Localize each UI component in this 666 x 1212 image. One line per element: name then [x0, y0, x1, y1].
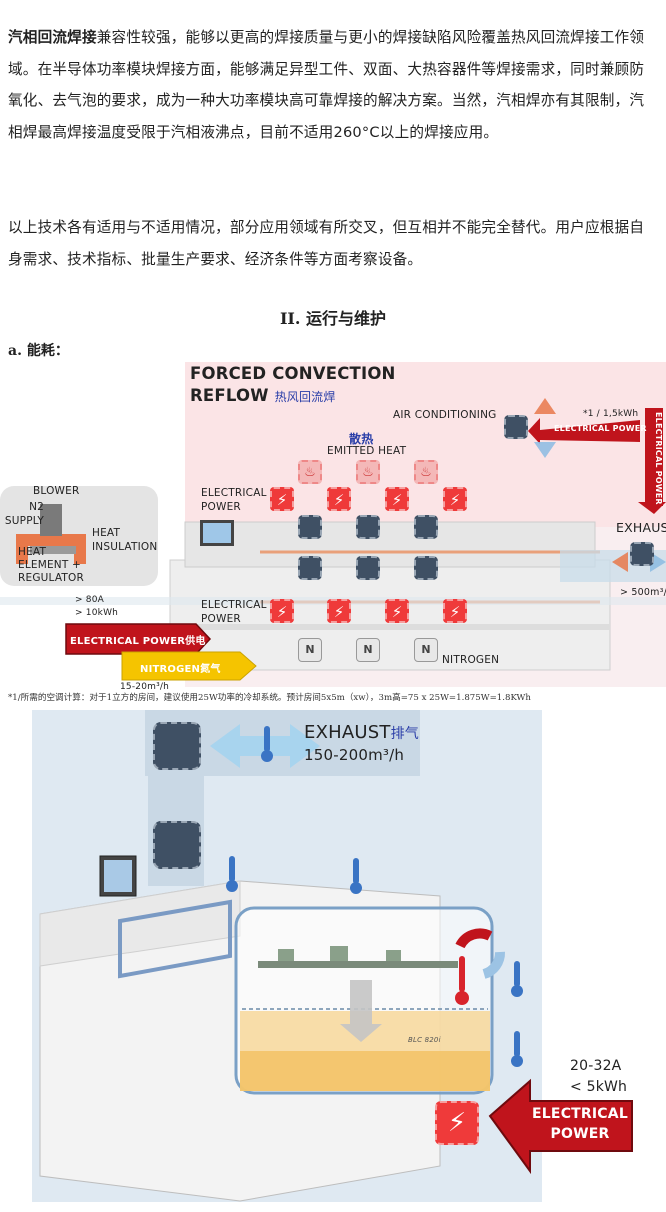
fig1-title-line1: FORCED CONVECTION	[190, 364, 396, 383]
bolt-glyph: ⚡	[449, 603, 461, 621]
power-icon-top-1: ⚡	[270, 487, 294, 511]
energy-label: > 10kWh	[75, 608, 119, 618]
fan-icon-bottom-3	[414, 556, 438, 580]
fan-icon-bottom-1	[298, 556, 322, 580]
fig2-exhaust-flow: 150-200m³/h	[304, 746, 405, 764]
ac-power-label: ELECTRICAL POWER	[554, 424, 647, 433]
heat-icon-3: ♨	[414, 460, 438, 484]
fig2-energy-label: < 5kWh	[570, 1079, 628, 1095]
nitrogen-icon-3: N	[414, 638, 438, 662]
ac-power-note: *1 / 1,5kWh	[583, 409, 639, 419]
figure-vapor-phase-machine: EXHAUST排气 150-200m³/h BLC 820i 20-32A < …	[0, 706, 666, 1212]
paragraph-vapor-phase: 汽相回流焊接兼容性较强，能够以更高的焊接质量与更小的焊接缺陷风险覆盖热风回流焊接…	[8, 22, 658, 148]
section-heading: II. 运行与维护	[279, 309, 387, 328]
heat-glyph-3: ♨	[420, 465, 432, 480]
subsection-heading: a. 能耗：	[8, 343, 69, 359]
emitted-heat-label: EMITTED HEAT	[327, 445, 407, 457]
heat-icon-1: ♨	[298, 460, 322, 484]
figure-convection-reflow: FORCED CONVECTION REFLOW 热风回流焊 AIR CONDI…	[0, 362, 666, 692]
fig2-power-line2: POWER	[550, 1126, 610, 1142]
nitrogen-label: NITROGEN	[442, 654, 500, 666]
power-icon-top-3: ⚡	[385, 487, 409, 511]
fan-icon-top-3	[414, 515, 438, 539]
n2-supply-label: N2 SUPPLY	[4, 501, 44, 527]
power-icon-bottom-2: ⚡	[327, 599, 351, 623]
power-icon-bottom-1: ⚡	[270, 599, 294, 623]
fan-icon-top-1	[298, 515, 322, 539]
bolt-glyph: ⚡	[333, 603, 345, 621]
bolt-glyph: ⚡	[391, 603, 403, 621]
exhaust-fan-icon-large	[153, 722, 201, 770]
fig2-exhaust-text: EXHAUST	[304, 722, 391, 743]
bolt-glyph: ⚡	[276, 491, 288, 509]
circulation-fan-icon	[153, 821, 201, 869]
fan-icon-bottom-2	[356, 556, 380, 580]
power-icon-bottom-3: ⚡	[385, 599, 409, 623]
power-icon-top-4: ⚡	[443, 487, 467, 511]
power-icon-top-2: ⚡	[327, 487, 351, 511]
n-glyph: N	[421, 643, 431, 656]
heat-glyph-2: ♨	[362, 465, 374, 480]
heat-insulation-label: HEAT INSULATION	[92, 527, 158, 553]
heat-icon-2: ♨	[356, 460, 380, 484]
n-glyph: N	[305, 643, 315, 656]
nitrogen-icon-1: N	[298, 638, 322, 662]
bolt-glyph: ⚡	[391, 491, 403, 509]
electrical-power-top-label: ELECTRICAL POWER	[201, 487, 267, 513]
fig2-exhaust-label: EXHAUST排气	[304, 722, 419, 743]
machine-model-label: BLC 820i	[408, 1036, 441, 1044]
convection-diagram-graphics	[0, 362, 666, 687]
bolt-glyph: ⚡	[276, 603, 288, 621]
air-conditioning-label: AIR CONDITIONING	[393, 409, 497, 421]
main-power-label: ELECTRICAL POWER供电	[70, 636, 206, 647]
n-glyph: N	[363, 643, 373, 656]
nitrogen-icon-2: N	[356, 638, 380, 662]
ac-fan-icon	[504, 415, 528, 439]
heat-glyph-1: ♨	[304, 465, 316, 480]
exhaust-label: EXHAUST	[616, 520, 666, 535]
vertical-power-label: ELECTRICAL POWER	[654, 412, 663, 505]
fan-icon-top-2	[356, 515, 380, 539]
fig2-bolt-glyph: ⚡	[447, 1108, 467, 1138]
fig2-power-label: ELECTRICAL POWER	[524, 1104, 636, 1144]
bolt-glyph: ⚡	[449, 491, 461, 509]
fig2-current-label: 20-32A	[570, 1058, 622, 1074]
fig1-title-cn: 热风回流焊	[274, 390, 336, 404]
exhaust-flow-label: > 500m³/h	[620, 587, 666, 598]
fig2-power-icon: ⚡	[435, 1101, 479, 1145]
nitrogen-flow-label: 15-20m³/h	[120, 682, 170, 692]
blower-label: BLOWER	[33, 485, 80, 497]
heat-element-label: HEAT ELEMENT + REGULATOR	[18, 546, 84, 584]
paragraph-body: 兼容性较强，能够以更高的焊接质量与更小的焊接缺陷风险覆盖热风回流焊接工作领域。在…	[8, 29, 645, 141]
emitted-heat-cn: 散热	[349, 432, 374, 446]
power-icon-bottom-4: ⚡	[443, 599, 467, 623]
nitrogen-arrow-label: NITROGEN氮气	[140, 664, 221, 675]
exhaust-fan-icon	[630, 542, 654, 566]
paragraph-summary: 以上技术各有适用与不适用情况，部分应用领域有所交叉，但互相并不能完全替代。用户应…	[8, 219, 645, 268]
bolt-glyph: ⚡	[333, 491, 345, 509]
fig1-title-reflow: REFLOW	[190, 386, 269, 405]
vapor-machine-graphics	[32, 710, 633, 1202]
current-label: > 80A	[75, 595, 105, 605]
fig1-title-line2: REFLOW 热风回流焊	[190, 386, 336, 405]
paragraph-bold-term: 汽相回流焊接	[8, 29, 97, 46]
electrical-power-bottom-label: ELECTRICAL POWER	[201, 599, 267, 625]
fig2-exhaust-cn: 排气	[390, 726, 419, 742]
footnote: *1/所需的空调计算：对于1立方的房间，建议使用25W功率的冷却系统。预计房间5…	[8, 693, 531, 703]
fig2-power-line1: ELECTRICAL	[532, 1106, 628, 1122]
